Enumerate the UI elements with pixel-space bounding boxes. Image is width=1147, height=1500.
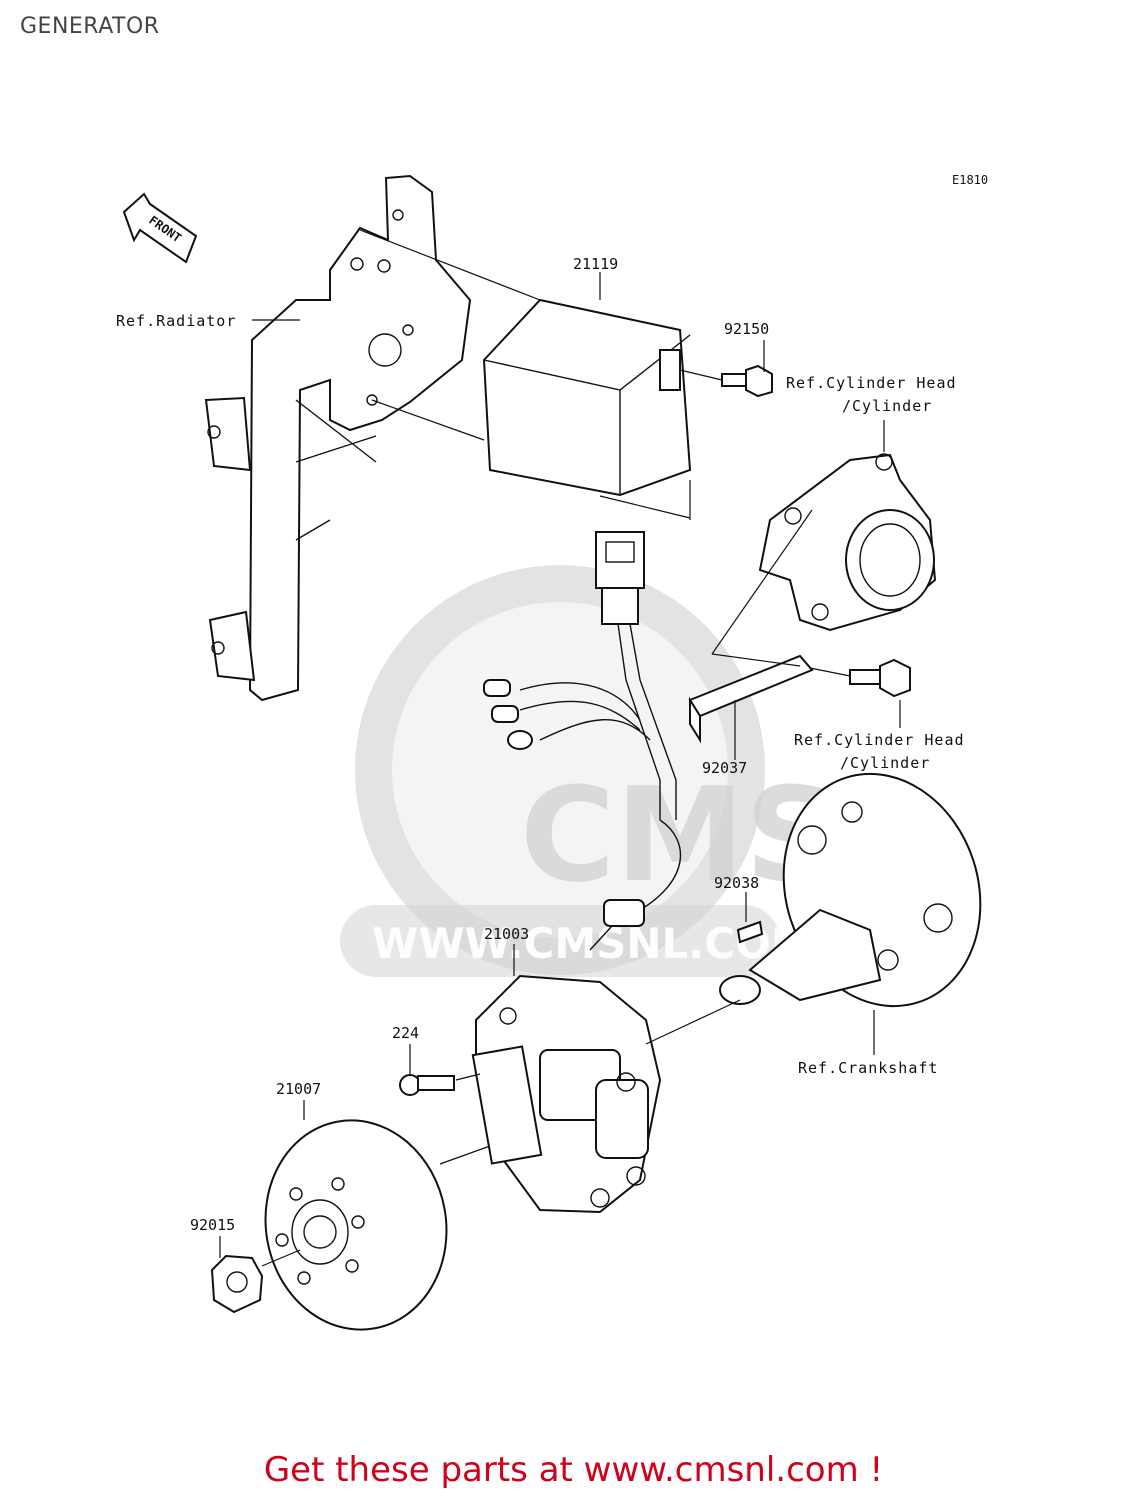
label-part-92037: 92037 [702,759,747,777]
label-part-21119: 21119 [573,255,618,273]
ignition-unit [359,229,692,520]
label-ref-crankshaft: Ref.Crankshaft [798,1059,938,1077]
label-ref-cylinder-bottom: /Cylinder [840,754,930,772]
label-ref-cylinder-head-top: Ref.Cylinder Head [786,374,957,392]
front-arrow-icon: FRONT [122,192,198,264]
radiator-bracket [204,174,472,702]
crankshaft-rotor [719,772,982,1055]
stator-21003 [471,944,741,1214]
label-part-21003: 21003 [484,925,529,943]
footer-cta-link[interactable]: Get these parts at www.cmsnl.com ! [263,1450,884,1490]
screw-224 [399,1044,481,1096]
bolt-92150 [679,364,773,398]
key-92038 [736,892,764,944]
page-title: GENERATOR [20,14,160,39]
label-part-92038: 92038 [714,874,759,892]
watermark-url: WWW.CMSNL.COM [372,919,813,968]
diagram-code: E1810 [952,173,988,187]
watermark: CMS WWW.CMSNL.COM [340,565,838,977]
wiring-harness [483,531,682,951]
label-part-21007: 21007 [276,1080,321,1098]
cylinder-part [758,420,937,632]
label-part-92150: 92150 [724,320,769,338]
label-ref-cylinder-head-bottom: Ref.Cylinder Head [794,731,965,749]
label-ref-cylinder-top: /Cylinder [842,397,932,415]
label-part-224: 224 [392,1024,419,1042]
label-part-92015: 92015 [190,1216,235,1234]
label-ref-radiator: Ref.Radiator [116,312,236,330]
flywheel-21007 [264,1100,491,1331]
holder-plate-92037 [688,509,911,760]
nut-92015 [210,1236,301,1314]
